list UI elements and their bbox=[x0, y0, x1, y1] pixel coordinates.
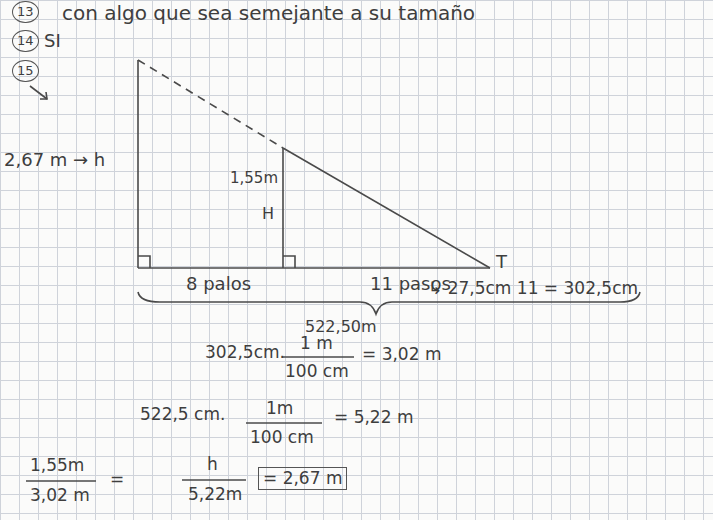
right-angle-mark bbox=[283, 256, 295, 268]
handwritten-note: h bbox=[207, 455, 218, 474]
arrow-head bbox=[40, 92, 47, 99]
handwritten-note: = bbox=[110, 470, 124, 489]
handwritten-note: 1 m bbox=[300, 334, 333, 353]
handwritten-note: 302,5cm. bbox=[205, 343, 285, 362]
handwritten-note: 5,22m bbox=[188, 485, 242, 504]
handwritten-note: T bbox=[496, 252, 507, 272]
handwritten-note: 1,55m bbox=[230, 170, 278, 187]
fraction-bar bbox=[182, 479, 246, 481]
handwritten-note: 1m bbox=[266, 399, 293, 418]
handwritten-note: 3,02 m bbox=[30, 486, 90, 505]
fraction-bar bbox=[282, 356, 354, 358]
fraction-bar bbox=[246, 422, 322, 424]
fraction-bar bbox=[26, 480, 96, 482]
hypotenuse bbox=[283, 148, 490, 268]
handwritten-note: 522,5 cm. bbox=[140, 405, 225, 424]
dashed-hypotenuse bbox=[138, 60, 283, 148]
pointer-arrow bbox=[30, 86, 47, 99]
handwritten-note: = 2,67 m bbox=[258, 467, 347, 490]
callout-number: 13 bbox=[12, 1, 39, 23]
handwritten-note: ↳ 27,5cm 11 = 302,5cm bbox=[428, 279, 638, 298]
handwritten-note: 8 palos bbox=[186, 274, 251, 294]
person-height bbox=[282, 148, 284, 268]
callout-number: 15 bbox=[12, 60, 39, 82]
handwritten-note: 100 cm bbox=[285, 362, 349, 381]
handwritten-note: SI bbox=[44, 31, 61, 51]
handwritten-note: = 5,22 m bbox=[334, 408, 413, 427]
handwritten-note: 100 cm bbox=[250, 428, 314, 447]
handwritten-note: con algo que sea semejante a su tamaño bbox=[62, 2, 475, 24]
handwritten-note: = 3,02 m bbox=[362, 345, 441, 364]
handwritten-note: 2,67 m → h bbox=[4, 150, 105, 170]
tall-side bbox=[137, 60, 139, 268]
ground-line bbox=[138, 267, 490, 269]
handwritten-note: 522,50m bbox=[305, 318, 377, 336]
handwritten-note: 1,55m bbox=[30, 456, 84, 475]
right-angle-mark bbox=[138, 256, 150, 268]
handwritten-note: H bbox=[262, 205, 274, 223]
callout-number: 14 bbox=[12, 30, 39, 52]
